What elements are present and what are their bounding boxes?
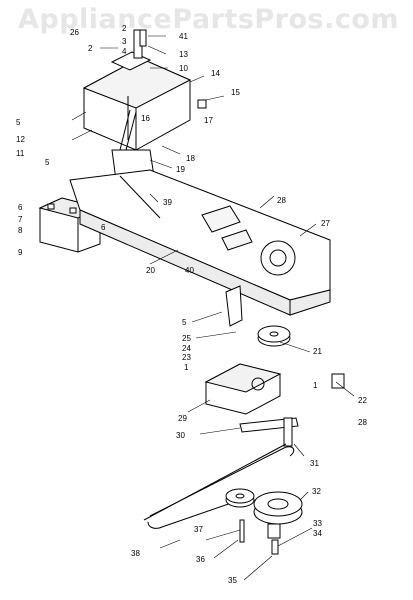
callout-31: 31 [310, 459, 319, 468]
watermark-logo: AppliancePartsPros.com [18, 4, 400, 35]
callout-1: 1 [184, 363, 189, 372]
idler-pulley-part [225, 488, 255, 508]
callout-7: 7 [18, 215, 23, 224]
leader-lines [71, 35, 355, 581]
electric-clutch-part [253, 491, 303, 539]
callout-5: 5 [16, 118, 21, 127]
callout-12: 12 [16, 135, 25, 144]
callout-6b: 6 [101, 223, 106, 232]
callout-40: 40 [185, 266, 194, 275]
callout-8: 8 [18, 226, 23, 235]
callout-36: 36 [196, 555, 205, 564]
callout-25: 25 [182, 334, 191, 343]
pulley-part [257, 325, 291, 347]
callout-9: 9 [18, 248, 23, 257]
fasteners [139, 29, 345, 555]
callout-32: 32 [312, 487, 321, 496]
callout-28: 28 [277, 196, 286, 205]
frame-part [69, 169, 331, 316]
callout-29: 29 [178, 414, 187, 423]
callout-23: 23 [182, 353, 191, 362]
drive-belt-part [143, 443, 295, 529]
callout-26: 26 [70, 28, 79, 37]
callout-20: 20 [146, 266, 155, 275]
callout-24: 24 [182, 344, 191, 353]
callout-38: 38 [131, 549, 140, 558]
callout-2b: 2 [122, 24, 127, 33]
dash-housing-part [82, 29, 192, 151]
callout-5b: 5 [45, 158, 50, 167]
callout-5c: 5 [182, 318, 187, 327]
callout-27: 27 [321, 219, 330, 228]
callout-1b: 1 [313, 381, 318, 390]
callout-4: 4 [122, 47, 127, 56]
idler-arm-part [239, 417, 299, 447]
callout-33: 33 [313, 519, 322, 528]
callout-13: 13 [179, 50, 188, 59]
callout-numbers: 26 2 2 3 4 41 13 10 14 15 5 12 11 16 17 … [16, 24, 367, 585]
callout-19: 19 [176, 165, 185, 174]
callout-6: 6 [18, 203, 23, 212]
callout-11: 11 [16, 149, 25, 158]
callout-35: 35 [228, 576, 237, 585]
callout-3: 3 [122, 37, 127, 46]
callout-10: 10 [179, 64, 188, 73]
callout-21: 21 [313, 347, 322, 356]
callout-15: 15 [231, 88, 240, 97]
callout-28b: 28 [358, 418, 367, 427]
callout-34: 34 [313, 529, 322, 538]
mounting-bracket-part [225, 285, 243, 327]
callout-14: 14 [211, 69, 220, 78]
callout-2: 2 [88, 44, 93, 53]
callout-30: 30 [176, 431, 185, 440]
callout-16: 16 [141, 114, 150, 123]
callout-22: 22 [358, 396, 367, 405]
callout-39: 39 [163, 198, 172, 207]
callout-18: 18 [186, 154, 195, 163]
pivot-bracket-part [204, 363, 282, 415]
callout-37: 37 [194, 525, 203, 534]
callout-41: 41 [179, 32, 188, 41]
callout-17: 17 [204, 116, 213, 125]
